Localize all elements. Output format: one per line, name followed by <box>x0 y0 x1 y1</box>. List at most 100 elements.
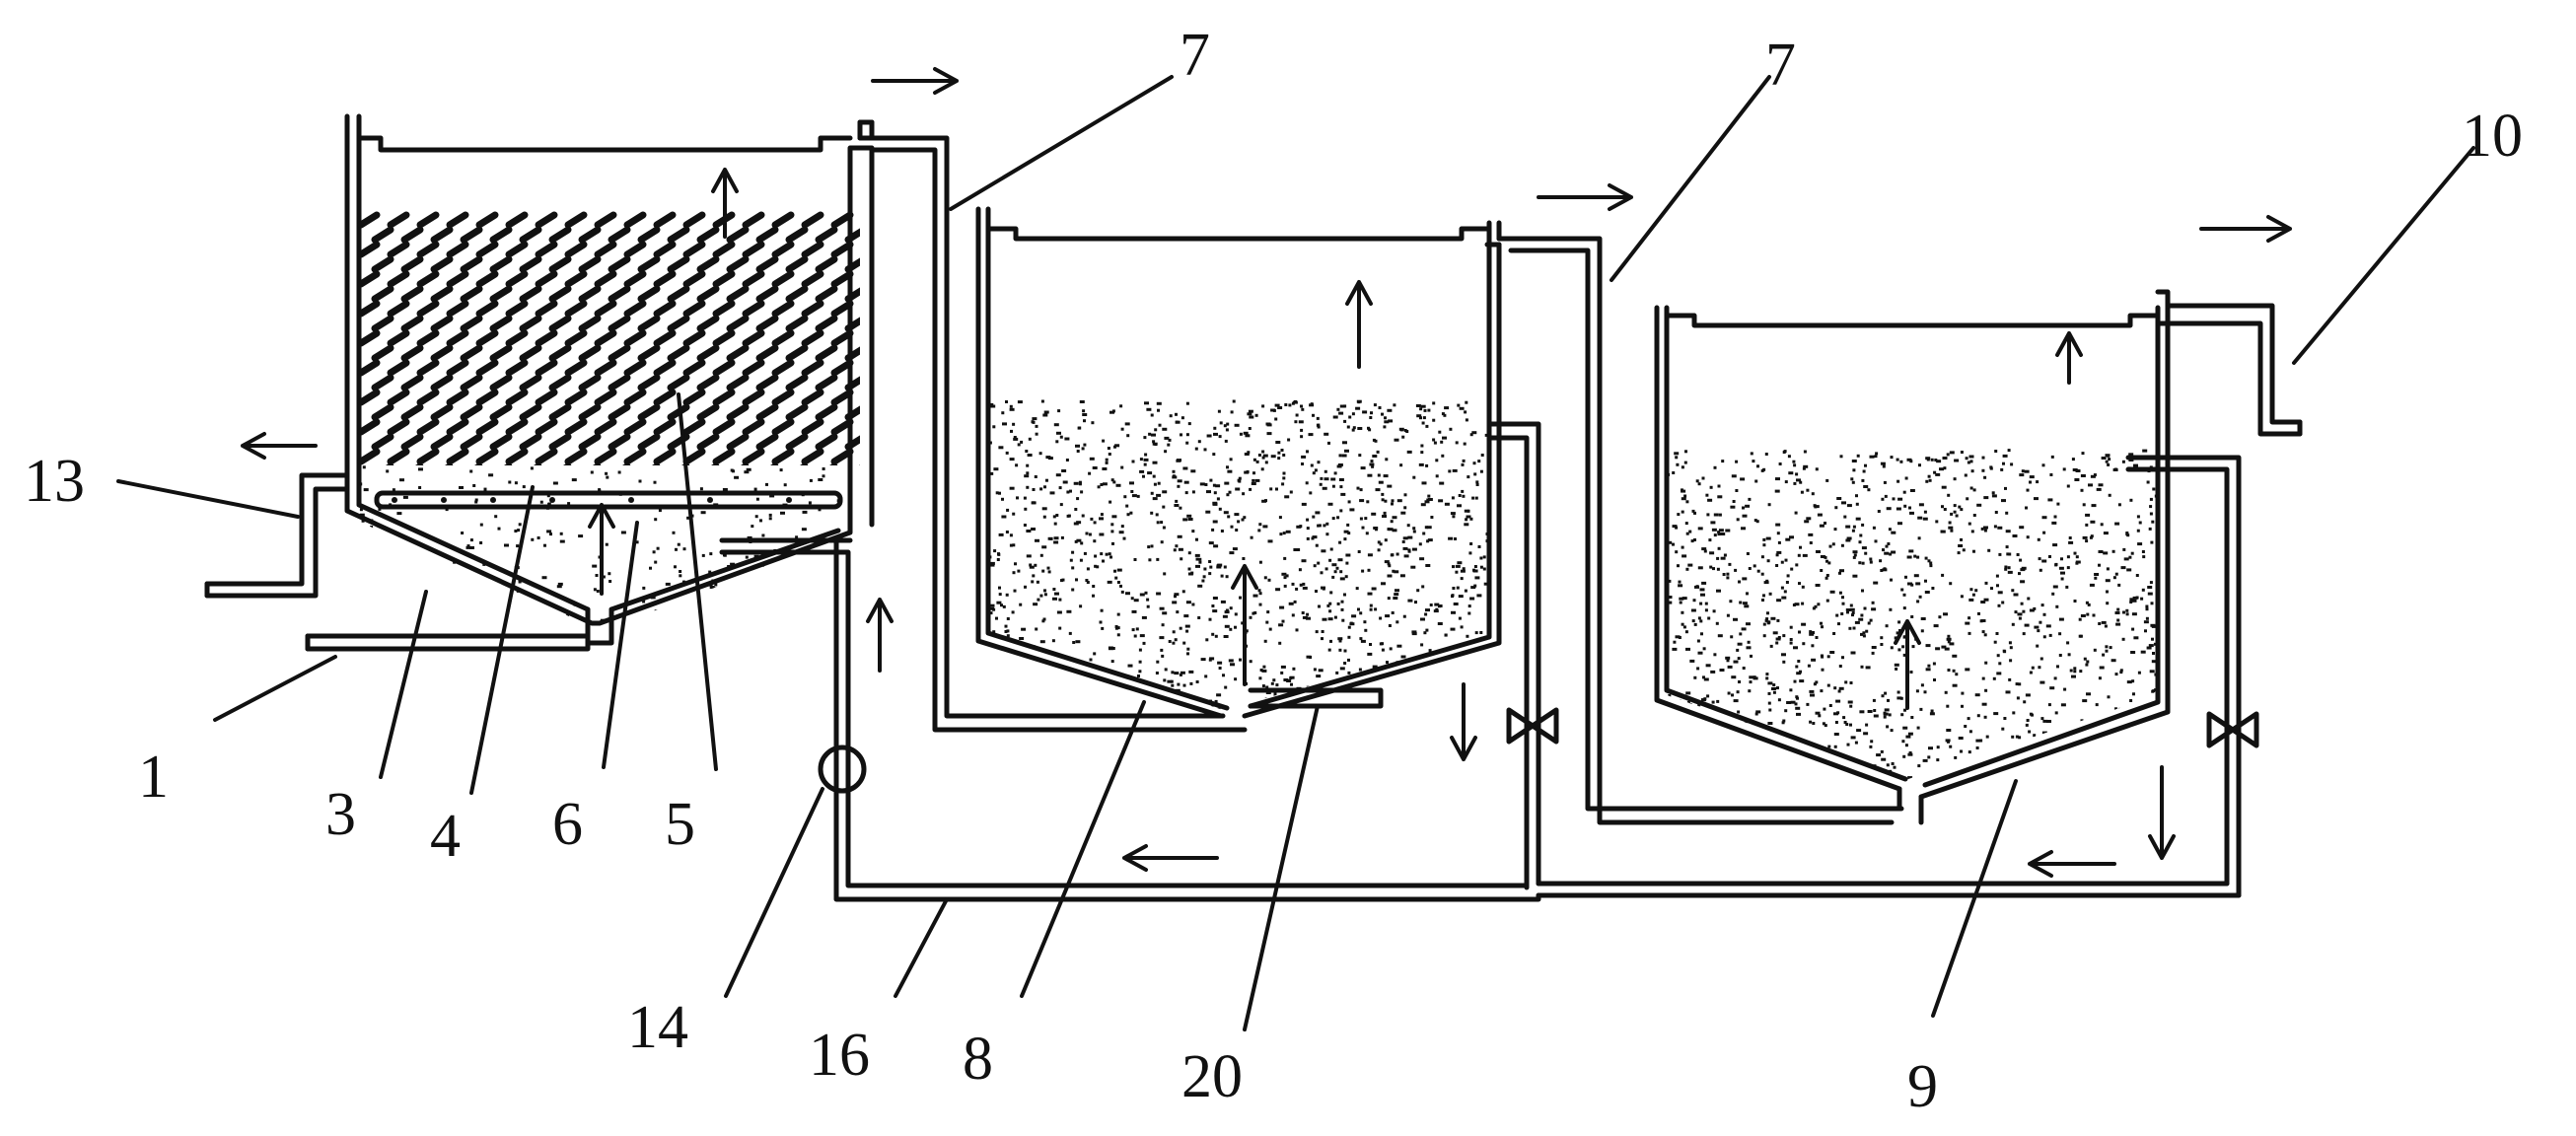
media-particle <box>1176 459 1181 462</box>
media-particle <box>1120 590 1124 594</box>
media-particle <box>1054 684 1060 688</box>
media-particle <box>1706 694 1710 698</box>
media-particle <box>1374 607 1378 611</box>
media-particle <box>1827 561 1831 565</box>
media-particle <box>1909 489 1915 492</box>
media-particle <box>1941 771 1945 775</box>
hatch-dash <box>594 418 617 436</box>
hatch-dash <box>682 418 706 436</box>
media-particle <box>1994 750 1998 754</box>
media-particle <box>1080 541 1084 545</box>
media-particle <box>1781 653 1786 657</box>
media-particle <box>2150 602 2154 605</box>
hatch-dash <box>815 344 838 362</box>
media-particle <box>2108 760 2111 764</box>
media-particle <box>1340 698 1344 702</box>
media-particle <box>1300 435 1304 439</box>
media-particle <box>1900 713 1904 717</box>
media-particle <box>1833 712 1838 716</box>
media-particle <box>1309 491 1313 495</box>
media-particle <box>2029 608 2035 612</box>
hatch-dash <box>562 462 572 465</box>
media-particle <box>1916 726 1920 730</box>
media-particle <box>990 471 994 475</box>
media-particle <box>1733 660 1739 664</box>
media-particle <box>1824 724 1827 728</box>
media-particle <box>1965 668 1970 672</box>
media-particle <box>1721 460 1725 463</box>
media-particle <box>1864 463 1867 467</box>
media-particle <box>1769 644 1773 648</box>
media-particle <box>1420 444 1424 448</box>
media-particle <box>1922 517 1928 521</box>
media-particle <box>1739 632 1743 636</box>
media-particle <box>1835 699 1841 703</box>
media-particle <box>1339 485 1343 489</box>
media-particle <box>1347 500 1351 504</box>
hatch-dash <box>564 418 588 436</box>
media-particle <box>1253 611 1257 614</box>
media-particle <box>1252 594 1258 598</box>
media-particle <box>1947 669 1951 672</box>
media-particle <box>1748 497 1752 501</box>
media-particle <box>1013 589 1017 593</box>
media-particle <box>2072 755 2078 759</box>
media-particle <box>649 566 652 570</box>
media-particle <box>847 470 851 474</box>
media-particle <box>1762 634 1766 638</box>
media-particle <box>1991 491 1995 495</box>
media-particle <box>2078 634 2082 638</box>
media-particle <box>1047 570 1051 574</box>
media-particle <box>1049 678 1052 682</box>
media-particle <box>1907 752 1913 756</box>
media-particle <box>1453 603 1459 605</box>
hatch-dash <box>489 433 513 451</box>
media-particle <box>596 590 600 593</box>
media-particle <box>1347 658 1350 662</box>
media-particle <box>1206 434 1212 438</box>
media-particle <box>1209 478 1213 482</box>
media-particle <box>1677 564 1680 568</box>
media-particle <box>2018 736 2022 740</box>
media-particle <box>1265 620 1269 624</box>
media-particle <box>2131 627 2135 631</box>
media-particle <box>1910 583 1914 587</box>
media-particle <box>760 563 764 567</box>
media-particle <box>484 588 488 592</box>
media-particle <box>1310 463 1314 467</box>
media-particle <box>1753 519 1757 523</box>
media-particle <box>1229 627 1233 631</box>
media-particle <box>1860 613 1864 617</box>
hatch-dash <box>416 329 440 347</box>
media-particle <box>1219 421 1223 425</box>
media-particle <box>1869 557 1873 561</box>
media-particle <box>1082 409 1086 413</box>
media-particle <box>1877 510 1881 513</box>
hatch-dash <box>489 344 513 362</box>
media-particle <box>1947 493 1951 497</box>
media-particle <box>1965 457 1968 461</box>
media-particle <box>1793 646 1798 650</box>
media-particle <box>635 540 639 544</box>
media-particle <box>461 532 465 534</box>
media-particle <box>1929 564 1933 568</box>
hatch-dash <box>653 241 677 258</box>
hatch-dash <box>387 389 410 406</box>
media-particle <box>1935 472 1941 476</box>
media-particle <box>1782 634 1786 638</box>
media-particle <box>1349 621 1353 625</box>
media-particle <box>1391 499 1395 503</box>
media-particle <box>1329 591 1333 595</box>
media-particle <box>1182 683 1186 687</box>
media-particle <box>373 559 377 563</box>
media-particle <box>1032 417 1038 421</box>
media-particle <box>1312 413 1315 417</box>
hatch-dash <box>416 418 440 436</box>
media-particle <box>2066 484 2070 488</box>
media-particle <box>1017 674 1021 678</box>
media-particle <box>1232 399 1236 403</box>
media-particle <box>1034 475 1038 478</box>
media-particle <box>1687 563 1693 567</box>
media-particle <box>650 596 656 600</box>
media-particle <box>1997 604 2001 607</box>
